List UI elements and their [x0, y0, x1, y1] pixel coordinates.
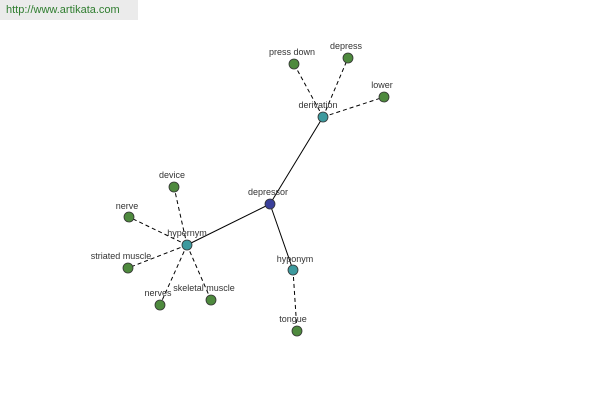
watermark-url: http://www.artikata.com [0, 0, 138, 20]
node-lower[interactable] [378, 91, 390, 103]
node-derivation[interactable] [317, 111, 329, 123]
edge-depressor-derivation [269, 116, 324, 205]
node-skeletal-muscle[interactable] [205, 294, 217, 306]
node-label-device: device [159, 170, 185, 180]
node-label-hyponym: hyponym [277, 254, 314, 264]
edge-hypernym-skeletal-muscle [186, 244, 212, 301]
edge-derivation-depress [322, 57, 349, 118]
node-label-striated-muscle: striated muscle [91, 251, 152, 261]
node-label-derivation: derivation [298, 100, 337, 110]
edge-derivation-lower [322, 96, 385, 118]
node-label-press-down: press down [269, 47, 315, 57]
node-hyponym[interactable] [287, 264, 299, 276]
node-label-nerve: nerve [116, 201, 139, 211]
edge-hyponym-tongue [292, 269, 298, 332]
edges-layer [127, 57, 385, 332]
node-depress[interactable] [342, 52, 354, 64]
edge-hypernym-device [173, 186, 188, 246]
edge-depressor-hypernym [186, 203, 271, 246]
node-label-nerves: nerves [144, 288, 172, 298]
edge-hypernym-nerves [159, 244, 188, 306]
node-striated-muscle[interactable] [122, 262, 134, 274]
node-depressor[interactable] [264, 198, 276, 210]
node-nerves[interactable] [154, 299, 166, 311]
labels-layer: depressor derivation hypernym hyponym press … [91, 41, 393, 324]
node-nerve[interactable] [123, 211, 135, 223]
edge-hypernym-nerve [128, 216, 188, 246]
edge-depressor-hyponym [269, 203, 294, 271]
node-label-lower: lower [371, 80, 393, 90]
edge-derivation-press-down [293, 63, 324, 118]
node-hypernym[interactable] [181, 239, 193, 251]
node-label-skeletal-muscle: skeletal muscle [173, 283, 235, 293]
node-label-depress: depress [330, 41, 363, 51]
node-label-depressor: depressor [248, 187, 288, 197]
node-tongue[interactable] [291, 325, 303, 337]
node-label-hypernym: hypernym [167, 228, 207, 238]
node-press-down[interactable] [288, 58, 300, 70]
node-device[interactable] [168, 181, 180, 193]
node-label-tongue: tongue [279, 314, 307, 324]
edge-hypernym-striated-muscle [127, 244, 188, 269]
nodes-layer [122, 52, 390, 337]
